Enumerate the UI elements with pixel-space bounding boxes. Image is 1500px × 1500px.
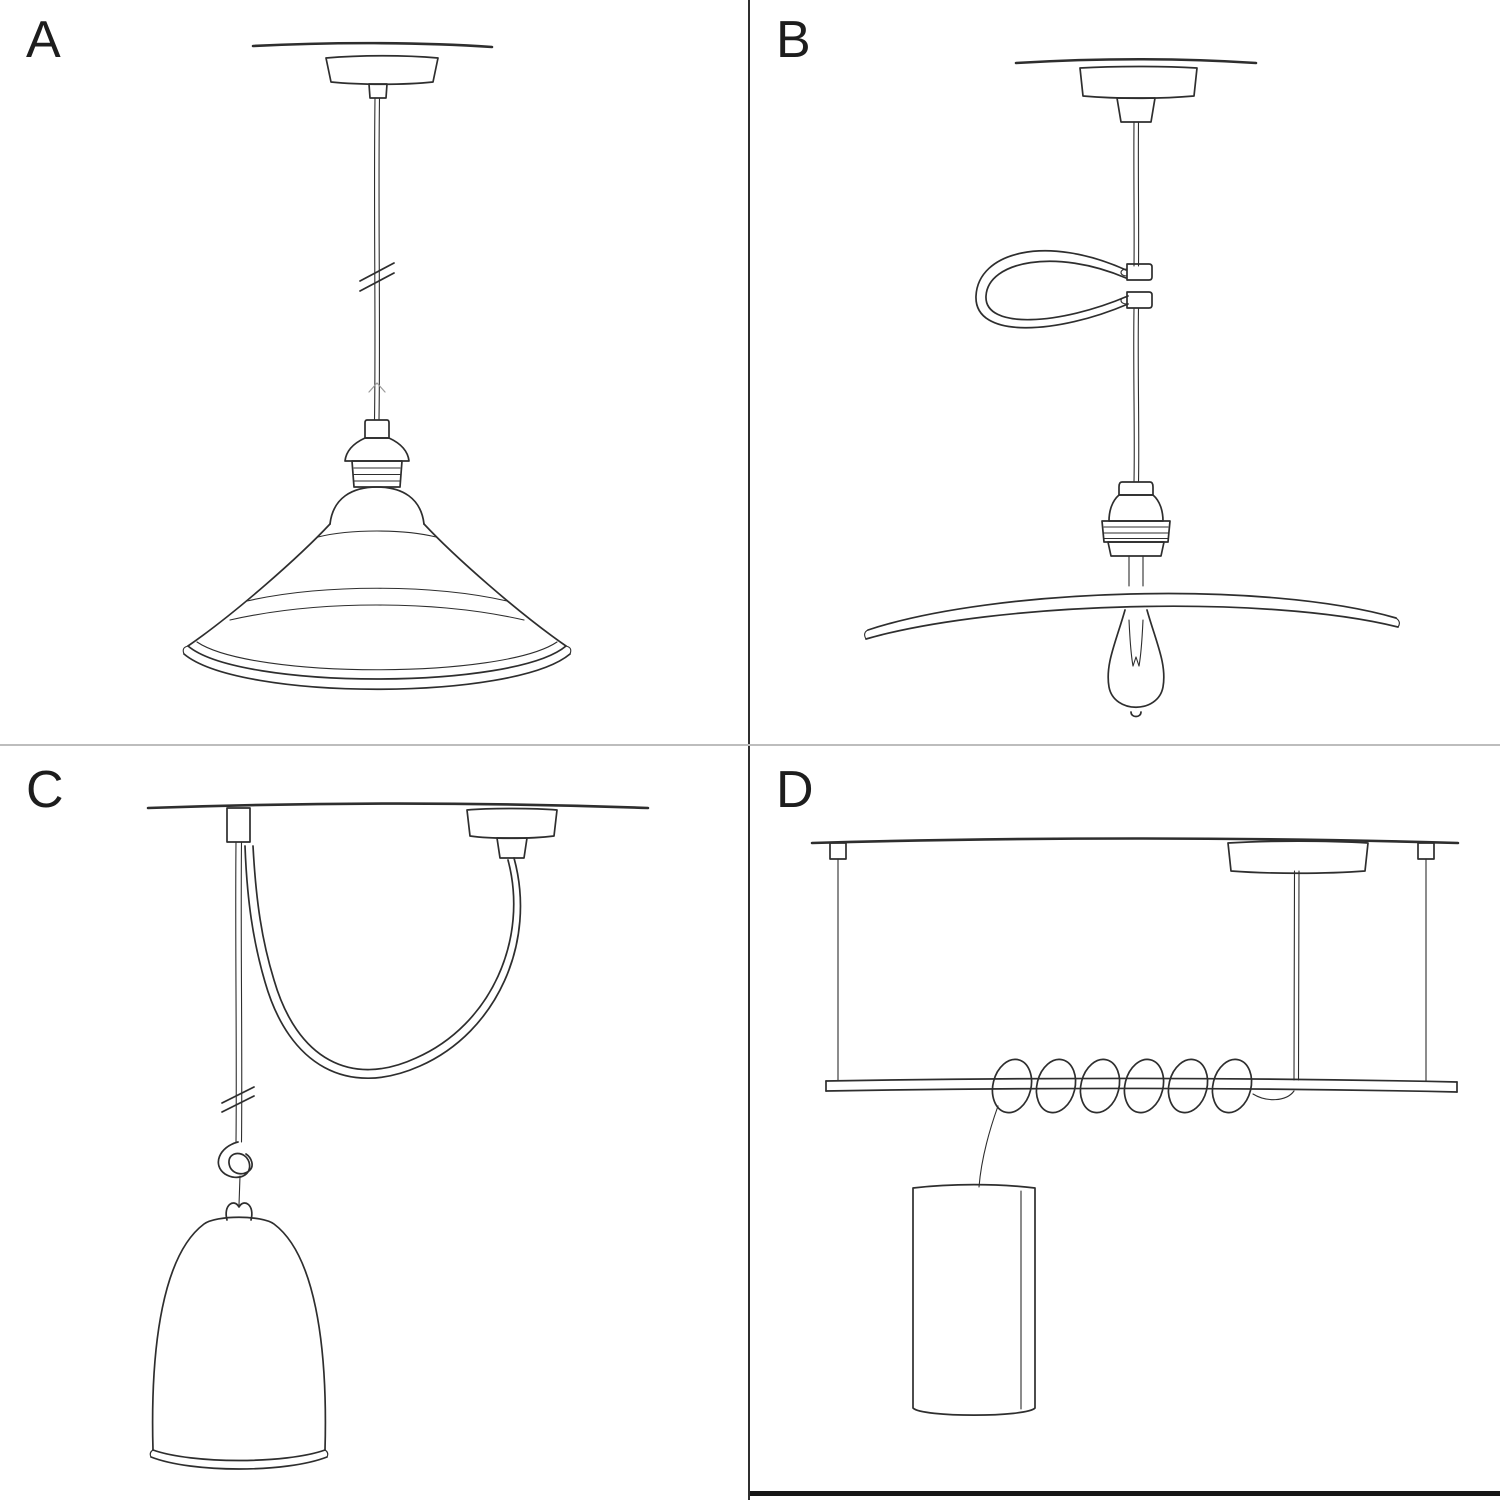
panel-b-label: B [776, 11, 812, 69]
cable-length-mark [359, 262, 395, 292]
cable-shortening-loop [975, 250, 1129, 329]
industrial-shade [182, 486, 572, 691]
ceiling-line [251, 41, 494, 49]
panel-c: C [0, 750, 750, 1500]
cable-knot [217, 1141, 253, 1206]
pendant-cable [1133, 121, 1140, 483]
ceiling-line [1014, 57, 1258, 65]
panel-a-label: A [26, 11, 62, 69]
cable-arrow [368, 382, 386, 393]
ceiling-line [146, 802, 650, 810]
ceiling-rose [466, 807, 558, 859]
lamp-holder [344, 419, 410, 488]
ceiling-line [810, 837, 1460, 845]
cable-length-mark [221, 1086, 255, 1113]
ceiling-hook [226, 807, 251, 843]
panel-d: D [750, 750, 1500, 1500]
swag-cable [244, 845, 522, 1080]
vertical-divider [748, 0, 750, 1500]
filament-bulb [1107, 609, 1165, 718]
pendant-cable [1293, 870, 1300, 1081]
panel-b: B [750, 0, 1500, 750]
tube-shade [912, 1183, 1036, 1416]
ceiling-rose [1227, 840, 1369, 875]
left-wire-fitting [829, 842, 847, 860]
pendant-industrial-shade-sketch [182, 41, 572, 691]
drop-cable [978, 1105, 999, 1188]
pendant-plate-shade-bulb-sketch [864, 57, 1400, 718]
ceiling-rose [1079, 65, 1198, 123]
lamp-holder [1101, 481, 1171, 587]
bar-suspension-tube-shade-sketch [810, 837, 1460, 1416]
bottom-edge-rule [750, 1491, 1500, 1496]
drop-cable [235, 841, 243, 1143]
ceiling-rose [325, 54, 439, 99]
panel-c-label: C [26, 761, 65, 819]
dome-bell-shade [149, 1202, 329, 1470]
pendant-cable [373, 97, 381, 421]
suspension-bar [825, 1077, 1458, 1093]
panel-a: A [0, 0, 750, 750]
right-wire-fitting [1417, 842, 1435, 860]
swag-pendant-dome-shade-sketch [146, 802, 650, 1470]
flat-plate-shade [864, 592, 1400, 640]
coiled-cable [991, 1058, 1295, 1114]
panel-d-label: D [776, 761, 815, 819]
horizontal-divider [0, 744, 1500, 746]
